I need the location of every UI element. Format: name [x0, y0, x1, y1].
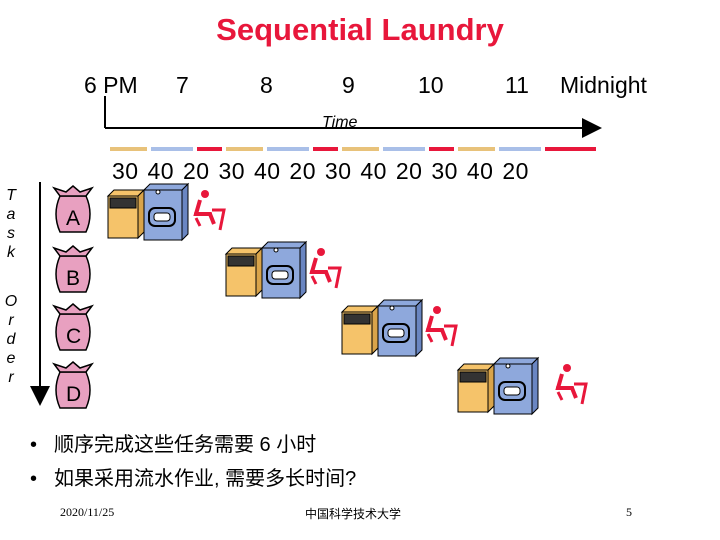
minute-label: 20 — [502, 158, 529, 184]
minute-label: 30 — [218, 158, 246, 184]
hour-label-9: 9 — [342, 72, 355, 98]
footer-organization: 中国科学技术大学 — [305, 507, 402, 521]
task-label-b: B — [66, 267, 81, 290]
footer-date: 2020/11/25 — [60, 505, 115, 519]
task-label-c: C — [66, 325, 82, 348]
hour-label-10: 10 — [418, 72, 444, 98]
hour-label-midnight: Midnight — [560, 72, 647, 98]
washer-icon — [340, 304, 380, 356]
folder-person-icon — [425, 306, 458, 347]
dryer-icon — [376, 298, 424, 358]
hour-label-11: 11 — [505, 72, 529, 98]
laundry-bag-d — [51, 361, 95, 409]
minute-label: 30 — [112, 158, 139, 184]
washer-icon — [224, 246, 264, 298]
minute-label: 20 — [182, 158, 210, 184]
bullet-item: •如果采用流水作业, 需要多长时间? — [30, 468, 357, 490]
laundry-bag-b — [51, 245, 95, 293]
time-axis-label: Time — [322, 114, 358, 131]
bullet-list: •顺序完成这些任务需要 6 小时 •如果采用流水作业, 需要多长时间? — [30, 428, 356, 496]
minute-label: 40 — [466, 158, 494, 184]
hour-label-6pm: 6 PM — [84, 72, 138, 98]
dryer-icon — [142, 182, 190, 242]
task-label-a: A — [66, 207, 81, 230]
task-label-d: D — [66, 383, 82, 406]
minute-label: 20 — [395, 158, 423, 184]
page-title: Sequential Laundry — [216, 12, 504, 47]
hour-label-7: 7 — [176, 72, 189, 98]
folder-person-icon — [193, 190, 226, 231]
laundry-bag-a — [51, 185, 95, 233]
bullet-item: •顺序完成这些任务需要 6 小时 — [30, 434, 317, 456]
task-vertical-label: T a s k — [6, 187, 16, 261]
washer-icon — [456, 362, 496, 414]
minute-label: 30 — [324, 158, 352, 184]
minutes-row: 30 40 20 30 40 20 30 40 20 30 40 20 — [112, 158, 529, 185]
dryer-icon — [260, 240, 308, 300]
minute-label: 40 — [360, 158, 387, 184]
hour-label-8: 8 — [260, 72, 273, 98]
minute-label: 30 — [431, 158, 458, 184]
order-vertical-label: O r d e r — [4, 293, 18, 386]
minute-label: 40 — [147, 158, 175, 184]
page-number: 5 — [626, 505, 632, 519]
laundry-bag-c — [51, 303, 95, 351]
minute-label: 40 — [253, 158, 281, 184]
folder-person-icon — [309, 248, 342, 289]
minute-label: 20 — [289, 158, 317, 184]
folder-person-icon — [555, 364, 588, 405]
washer-icon — [106, 188, 146, 240]
dryer-icon — [492, 356, 540, 416]
